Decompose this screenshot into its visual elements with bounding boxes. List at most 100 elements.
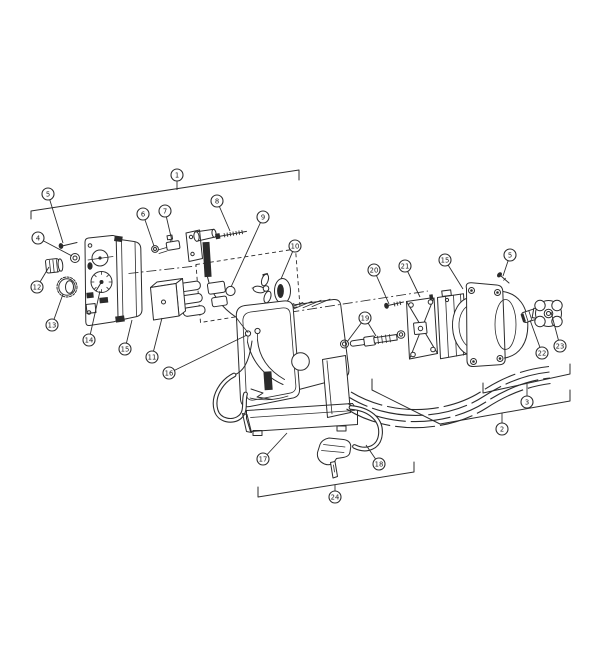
callout-number: 16 [165,369,174,377]
leader-line [230,216,264,288]
part-18-power-cord-drawing [348,405,383,452]
callout-14: 14 [82,290,101,347]
part-16-wiring-drawing [212,318,289,423]
callout-17: 17 [256,432,288,466]
callout-11: 11 [145,317,163,364]
callout-6: 6 [136,207,155,247]
part-14-faceplate-drawing [84,234,119,327]
callout-22: 22 [529,319,549,360]
callout-balloon [367,263,381,277]
callout-1: 1 [170,168,184,190]
callout-number: 19 [361,314,370,322]
part-19-shaft-drawing [340,330,406,349]
callout-16: 16 [162,334,248,380]
callout-number: 11 [148,353,157,361]
callout-4: 4 [31,231,73,257]
callout-number: 22 [538,349,547,357]
housing-fins [275,298,331,312]
part-9-oring-drawing [225,285,236,297]
callout-balloon [288,239,302,253]
callout-number: 15 [121,345,130,353]
bracket-group-3 [482,363,571,394]
callout-balloon [495,422,509,436]
callout-number: 12 [33,283,42,291]
callout-balloon [145,350,159,364]
part-4-washer-drawing [70,253,80,263]
callout-number: 5 [46,190,50,198]
part-13-large-knob-drawing [56,276,78,298]
leader-line [47,193,64,244]
callout-number: 14 [85,336,94,344]
callout-number: 13 [48,321,57,329]
callout-number: 21 [401,262,410,270]
callout-balloon [520,395,534,409]
callout-balloon [372,457,386,471]
callout-balloon [256,452,270,466]
callout-15: 15 [438,253,464,290]
callout-balloon [118,342,132,356]
callout-balloon [162,366,176,380]
callout-balloon [158,204,172,218]
callout-number: 7 [163,207,167,215]
leader-line [168,334,248,374]
callout-12: 12 [30,266,50,294]
power-plug-drawing [316,437,352,479]
callout-19: 19 [346,311,377,343]
part-5-screw-right-drawing [497,272,510,284]
part-11-terminal-box-drawing [150,278,186,321]
callout-number: 23 [556,342,565,350]
callout-5: 5 [502,248,517,277]
callout-number: 4 [36,234,40,242]
callout-number: 17 [259,455,268,463]
part-15-head-flange-drawing [465,282,506,368]
main-housing-drawing [235,298,350,408]
callout-balloon [170,168,184,182]
callout-number: 1 [175,171,179,179]
callout-15: 15 [118,319,133,356]
callout-balloon [358,311,372,325]
callout-number: 18 [375,460,384,468]
callout-balloon [41,187,55,201]
callout-balloon [535,346,549,360]
leader-line [88,290,101,341]
callout-number: 10 [291,242,300,250]
callout-7: 7 [158,204,173,242]
callout-balloon [328,490,342,504]
part-23-fitting-drawing [531,299,563,328]
part-8-screw-drawing [215,229,247,240]
callout-balloon [438,253,452,267]
part-5-screw-left-drawing [58,242,78,249]
centerline-left [128,265,197,274]
bracket-group-1 [30,169,300,220]
callout-18: 18 [365,444,386,471]
callout-balloon [398,259,412,273]
callout-21: 21 [398,259,421,298]
discharge-suction-tubing-drawing [346,365,551,429]
callout-23: 23 [550,311,567,353]
callout-balloon [136,207,150,221]
callout-balloon [45,318,59,332]
callout-number: 24 [331,493,340,501]
callout-13: 13 [45,293,64,332]
callout-3: 3 [520,384,534,409]
part-12-small-knob-drawing [45,258,64,274]
callout-balloon [553,339,567,353]
callout-10: 10 [280,239,302,280]
reed-switch-bracket-drawing [185,228,237,318]
callout-number: 2 [500,425,504,433]
callout-9: 9 [230,210,270,288]
callout-number: 9 [261,213,265,221]
part-10-impeller-drawing [251,272,291,304]
part-6-grommet-drawing [151,245,159,253]
callout-number: 15 [441,256,450,264]
callout-balloon [503,248,517,262]
callout-number: 8 [215,197,219,205]
part-15-control-housing-drawing [114,235,143,323]
callout-number: 6 [141,210,145,218]
callout-20: 20 [367,263,390,305]
part-20-screw-drawing [384,300,404,309]
callout-balloon [210,194,224,208]
